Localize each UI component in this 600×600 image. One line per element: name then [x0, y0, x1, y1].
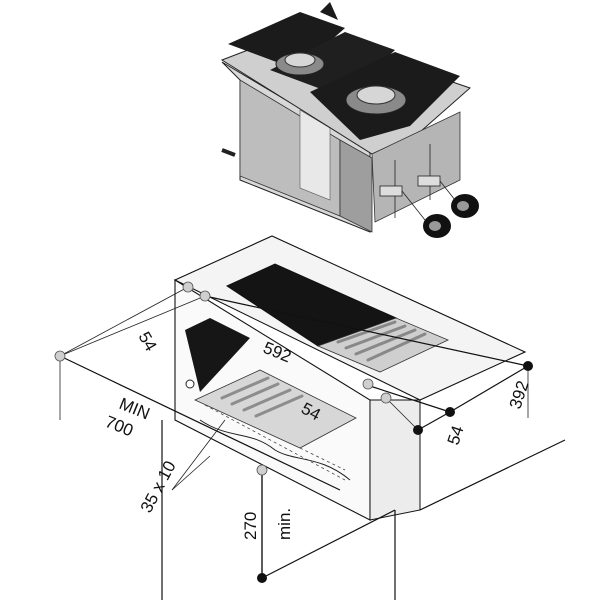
cabinet-cutout	[161, 235, 566, 600]
front-margin-label: 54	[444, 423, 468, 447]
height-value-label: 270	[241, 512, 260, 540]
depth-dimension-label: 392	[506, 378, 533, 411]
gas-hob-unit	[220, 2, 479, 238]
left-margin-label: 54	[135, 329, 161, 355]
control-knob-icon	[451, 194, 479, 218]
dimension-lines	[59, 286, 529, 579]
dimension-markers	[54, 281, 533, 583]
control-knob-icon	[423, 214, 451, 238]
slot-size-label: 35 x 10	[137, 458, 180, 516]
height-min-label: min.	[275, 508, 294, 540]
